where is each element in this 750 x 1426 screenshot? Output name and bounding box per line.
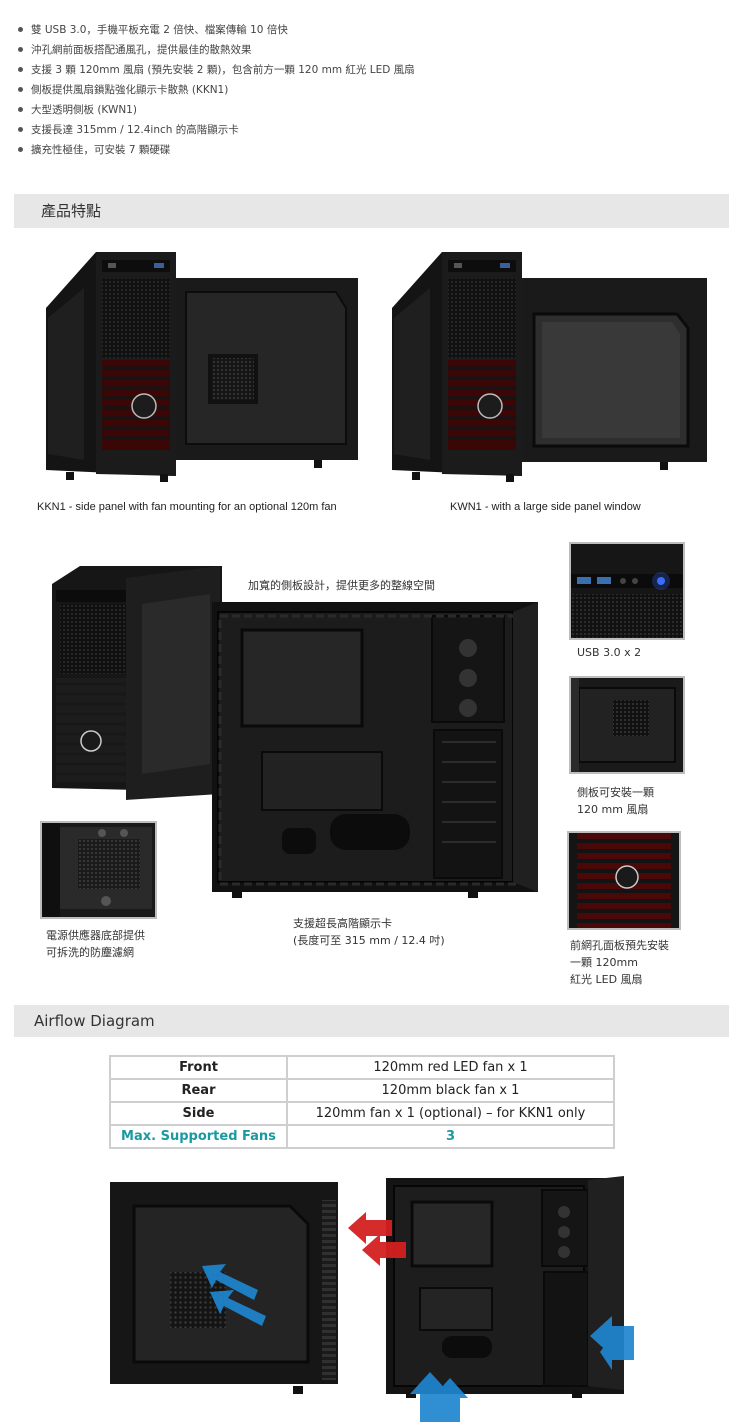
side-fan-caption-line: 側板可安裝一顆 (577, 786, 654, 799)
psu-filter-image (40, 821, 157, 919)
feature-item: 雙 USB 3.0，手機平板充電 2 倍快、檔案傳輸 10 倍快 (18, 20, 718, 40)
table-value: 3 (286, 1124, 615, 1149)
airflow-spec-table: Front 120mm red LED fan x 1 Rear 120mm b… (109, 1055, 615, 1149)
feature-list: 雙 USB 3.0，手機平板充電 2 倍快、檔案傳輸 10 倍快 沖孔網前面板搭… (18, 20, 718, 160)
feature-item: 大型透明側板 (KWN1) (18, 100, 718, 120)
table-value: 120mm black fan x 1 (286, 1078, 615, 1103)
side-fan-caption: 側板可安裝一顆 120 mm 風扇 (577, 784, 654, 818)
psu-filter-caption-line: 可拆洗的防塵濾網 (46, 946, 134, 959)
case-front-image (52, 566, 222, 800)
front-fan-caption-line: 紅光 LED 風扇 (570, 973, 643, 986)
table-value: 120mm fan x 1 (optional) – for KKN1 only (286, 1101, 615, 1126)
front-fan-caption-line: 一顆 120mm (570, 956, 638, 969)
feature-item: 側板提供風扇鎖點強化顯示卡散熱 (KKN1) (18, 80, 718, 100)
table-value: 120mm red LED fan x 1 (286, 1055, 615, 1080)
table-row: Side 120mm fan x 1 (optional) – for KKN1… (109, 1101, 615, 1126)
airflow-side-image (110, 1182, 338, 1394)
side-design-caption: 加寬的側板設計，提供更多的整線空間 (248, 579, 435, 592)
section-title-airflow: Airflow Diagram (14, 1005, 729, 1037)
feature-item: 支援長達 315mm / 12.4inch 的高階顯示卡 (18, 120, 718, 140)
front-fan-image (567, 831, 681, 930)
table-key: Front (109, 1055, 288, 1080)
table-key: Side (109, 1101, 288, 1126)
table-key: Rear (109, 1078, 288, 1103)
case-interior-image (212, 602, 538, 898)
gpu-caption: 支援超長高階顯示卡 (長度可至 315 mm / 12.4 吋) (293, 915, 445, 949)
table-row: Front 120mm red LED fan x 1 (109, 1055, 615, 1080)
kkn1-case-image (46, 252, 358, 482)
table-key: Max. Supported Fans (109, 1124, 288, 1149)
table-row: Rear 120mm black fan x 1 (109, 1078, 615, 1103)
kkn1-caption: KKN1 - side panel with fan mounting for … (37, 501, 337, 513)
side-fan-mount-image (569, 676, 685, 774)
feature-item: 沖孔網前面板搭配通風孔，提供最佳的散熱效果 (18, 40, 718, 60)
gpu-caption-line: 支援超長高階顯示卡 (293, 917, 392, 930)
gpu-caption-line: (長度可至 315 mm / 12.4 吋) (293, 934, 445, 947)
usb-ports-image (569, 542, 685, 640)
kwn1-caption: KWN1 - with a large side panel window (450, 501, 641, 513)
section-title-features: 產品特點 (14, 194, 729, 228)
front-fan-caption-line: 前網孔面板預先安裝 (570, 939, 669, 952)
feature-item: 擴充性極佳，可安裝 7 顆硬碟 (18, 140, 718, 160)
table-row: Max. Supported Fans 3 (109, 1124, 615, 1149)
psu-filter-caption: 電源供應器底部提供 可拆洗的防塵濾網 (46, 927, 145, 961)
airflow-interior-image (348, 1176, 634, 1422)
feature-item: 支援 3 顆 120mm 風扇 (預先安裝 2 顆)，包含前方一顆 120 mm… (18, 60, 718, 80)
side-fan-caption-line: 120 mm 風扇 (577, 803, 649, 816)
usb-caption: USB 3.0 x 2 (577, 646, 642, 659)
kwn1-case-image (392, 252, 707, 482)
psu-filter-caption-line: 電源供應器底部提供 (46, 929, 145, 942)
front-fan-caption: 前網孔面板預先安裝 一顆 120mm 紅光 LED 風扇 (570, 937, 669, 988)
